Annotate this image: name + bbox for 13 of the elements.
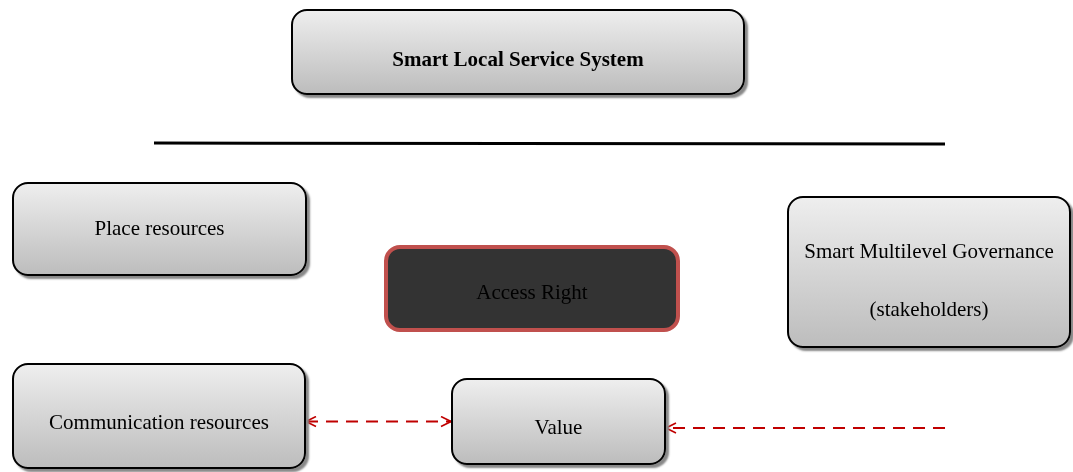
dashed-arrow — [305, 415, 452, 428]
box-label: Communication resources — [48, 409, 270, 436]
process-box — [787, 196, 1071, 348]
box-label: Place resources — [93, 215, 226, 243]
process-box — [12, 182, 307, 276]
process-box — [12, 363, 306, 469]
box-label: Smart Local Service System — [391, 46, 645, 74]
box-label: Smart Multilevel Governance (stakeholders) — [803, 238, 1055, 323]
process-box — [291, 9, 745, 95]
highlighted-box — [384, 245, 680, 332]
dashed-arrow — [665, 422, 946, 434]
process-box — [451, 378, 666, 465]
box-label: Value — [533, 413, 584, 441]
